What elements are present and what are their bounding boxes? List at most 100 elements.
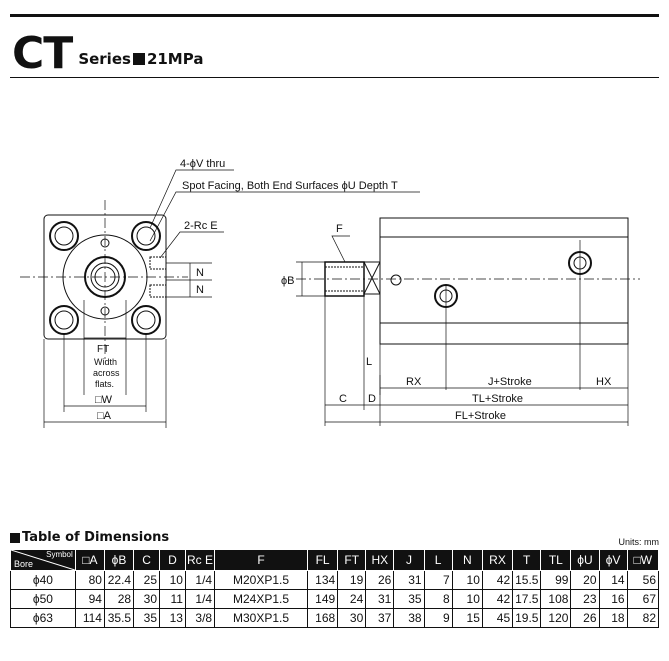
- table-cell: 3/8: [184, 608, 216, 628]
- column-header: L: [423, 549, 453, 571]
- table-cell: 15: [451, 608, 483, 628]
- column-header: T: [512, 549, 542, 571]
- table-cell: 19: [337, 570, 367, 590]
- label-rx: RX: [406, 376, 422, 388]
- table-cell: 16: [598, 589, 628, 609]
- table-cell: 99: [540, 570, 572, 590]
- table-cell: 168: [306, 608, 339, 628]
- table-cell: 30: [133, 589, 161, 609]
- mount-hole-bl: [49, 305, 79, 335]
- series-text: Series: [78, 50, 131, 68]
- table-cell: 13: [159, 608, 186, 628]
- bore-cell: ϕ63: [10, 608, 76, 628]
- label-hx: HX: [596, 376, 612, 388]
- label-n1: N: [196, 267, 204, 279]
- table-cell: 15.5: [512, 570, 542, 590]
- bore-cell: ϕ40: [10, 570, 76, 590]
- corner-header: Symbol Bore: [10, 549, 76, 571]
- table-cell: 10: [159, 570, 186, 590]
- table-cell: 42: [481, 589, 514, 609]
- table-title: Table of Dimensions: [10, 530, 169, 545]
- label-flats: flats.: [95, 379, 114, 389]
- column-header: HX: [365, 549, 395, 571]
- table-cell: 149: [306, 589, 339, 609]
- label-rc: 2-Rc E: [184, 220, 218, 232]
- table-cell: 37: [365, 608, 395, 628]
- column-header: C: [133, 549, 161, 571]
- table-cell: 31: [365, 589, 395, 609]
- mount-hole-tr: [131, 221, 161, 251]
- table-cell: 7: [423, 570, 453, 590]
- table-cell: 23: [570, 589, 600, 609]
- table-cell: 114: [74, 608, 105, 628]
- bullet-square-icon: [132, 53, 145, 65]
- table-cell: 56: [626, 570, 660, 590]
- label-fl-stroke: FL+Stroke: [455, 410, 506, 422]
- column-header: ϕV: [598, 549, 628, 571]
- table-cell: 17.5: [512, 589, 542, 609]
- column-header: ϕB: [103, 549, 135, 571]
- table-cell: 35: [393, 589, 425, 609]
- column-header: FL: [306, 549, 339, 571]
- table-cell: 22.4: [103, 570, 135, 590]
- series-label: Series 21MPa: [78, 50, 203, 68]
- column-header: Rc E: [184, 549, 216, 571]
- label-tl-stroke: TL+Stroke: [472, 393, 523, 405]
- bore-cell: ϕ50: [10, 589, 76, 609]
- label-ft: FT: [97, 344, 109, 355]
- table-cell: 94: [74, 589, 105, 609]
- table-cell: 28: [103, 589, 135, 609]
- mount-hole-br: [131, 305, 161, 335]
- label-across: across: [93, 368, 120, 378]
- table-cell: 45: [481, 608, 514, 628]
- table-cell: 10: [451, 570, 483, 590]
- table-cell: 10: [451, 589, 483, 609]
- table-cell: 82: [626, 608, 660, 628]
- mount-hole-tl: [49, 221, 79, 251]
- pressure-text: 21MPa: [146, 50, 204, 68]
- column-header: RX: [481, 549, 514, 571]
- label-a: □A: [97, 410, 112, 422]
- table-cell: 1/4: [184, 589, 216, 609]
- label-c: C: [339, 393, 347, 405]
- column-header: □W: [626, 549, 660, 571]
- table-cell: 24: [337, 589, 367, 609]
- table-cell: 35: [133, 608, 161, 628]
- page-title: CT Series 21MPa: [12, 26, 203, 76]
- table-cell: 26: [570, 608, 600, 628]
- column-header: D: [159, 549, 186, 571]
- table-cell: 38: [393, 608, 425, 628]
- label-d: D: [368, 393, 376, 405]
- table-cell: 108: [540, 589, 572, 609]
- label-f: F: [336, 223, 343, 235]
- table-cell: 18: [598, 608, 628, 628]
- table-cell: 31: [393, 570, 425, 590]
- table-cell: M30XP1.5: [214, 608, 308, 628]
- label-w: □W: [95, 394, 113, 406]
- table-cell: 9: [423, 608, 453, 628]
- table-cell: M24XP1.5: [214, 589, 308, 609]
- column-header: ϕU: [570, 549, 600, 571]
- model-name: CT: [12, 28, 73, 79]
- units-label: Units: mm: [618, 537, 660, 547]
- table-cell: 8: [423, 589, 453, 609]
- corner-symbol: Symbol: [46, 550, 73, 559]
- column-header: FT: [337, 549, 367, 571]
- table-cell: 42: [481, 570, 514, 590]
- column-header: F: [214, 549, 308, 571]
- table-cell: 30: [337, 608, 367, 628]
- label-j-stroke: J+Stroke: [488, 376, 532, 388]
- label-width: Width: [94, 357, 117, 367]
- label-b: ϕB: [281, 275, 295, 287]
- table-cell: 67: [626, 589, 660, 609]
- table-cell: M20XP1.5: [214, 570, 308, 590]
- table-cell: 25: [133, 570, 161, 590]
- dimension-drawing: 4-ϕV thru Spot Facing, Both End Surfaces…: [20, 158, 640, 428]
- bullet-square-icon: [10, 532, 20, 543]
- label-n2: N: [196, 284, 204, 296]
